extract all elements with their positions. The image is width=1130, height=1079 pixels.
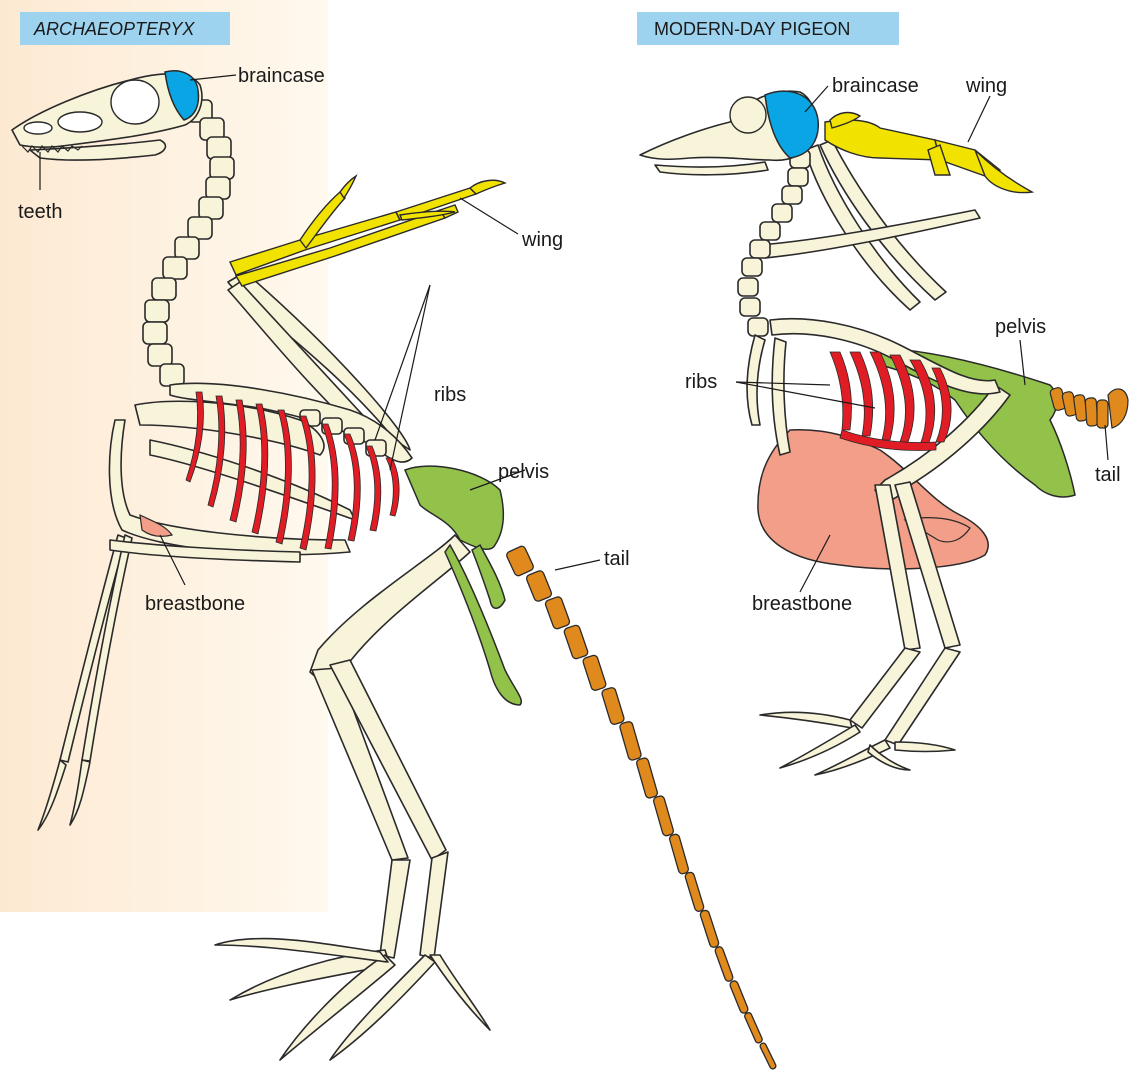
archaeopteryx-label-breastbone: breastbone — [145, 593, 245, 615]
archaeopteryx-label-teeth: teeth — [18, 201, 62, 223]
pigeon-label-ribs: ribs — [685, 371, 717, 393]
archaeopteryx-label-ribs: ribs — [434, 384, 466, 406]
pigeon-title: MODERN-DAY PIGEON — [654, 19, 850, 39]
pigeon-label-pelvis: pelvis — [995, 316, 1046, 338]
archaeopteryx-title: ARCHAEOPTERYX — [33, 19, 195, 39]
pigeon-tail — [1049, 387, 1128, 428]
pigeon-label-breastbone: breastbone — [752, 593, 852, 615]
archaeopteryx-tail — [505, 545, 776, 1070]
archaeopteryx-title-box: ARCHAEOPTERYX — [20, 12, 230, 45]
archaeopteryx-label-braincase: braincase — [238, 65, 325, 87]
pigeon-label-braincase: braincase — [832, 75, 919, 97]
pigeon-label-tail: tail — [1095, 464, 1121, 486]
pigeon-skeleton — [640, 91, 1128, 775]
archaeopteryx-label-wing: wing — [521, 229, 563, 251]
pigeon-title-box: MODERN-DAY PIGEON — [637, 12, 899, 45]
pigeon-label-wing: wing — [965, 75, 1007, 97]
pigeon-wing — [825, 113, 1032, 193]
archaeopteryx-label-pelvis: pelvis — [498, 461, 549, 483]
archaeopteryx-label-tail: tail — [604, 548, 630, 570]
